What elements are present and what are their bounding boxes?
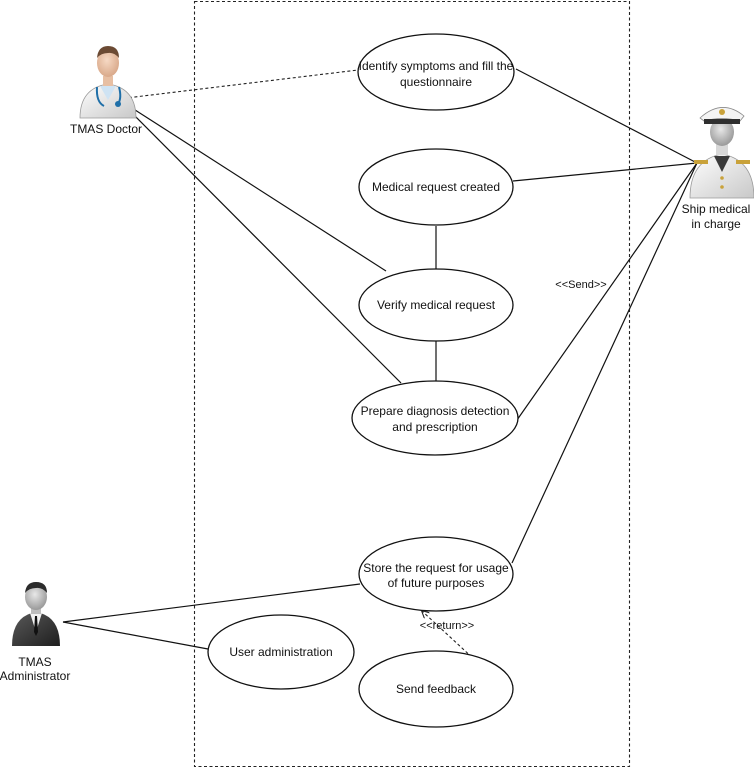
doctor-actor-label: TMAS Doctor xyxy=(70,122,142,136)
return-stereotype-label: <<return>> xyxy=(420,620,474,632)
assoc-admin-useradmin xyxy=(62,621,209,650)
assoc-admin-store xyxy=(62,583,361,623)
administrator-label-line1: TMAS xyxy=(18,655,51,669)
system-boundary xyxy=(193,0,631,768)
use-case-user-administration: User administration xyxy=(207,614,355,690)
use-case-prepare-diagnosis: Prepare diagnosis detection and prescrip… xyxy=(351,380,519,456)
associations xyxy=(62,68,698,662)
doctor-icon xyxy=(79,46,137,119)
use-case-label: User administration xyxy=(229,645,332,659)
ship-officer-icon xyxy=(689,107,754,199)
assoc-doctor-verify xyxy=(117,98,387,272)
ship-medical-actor: Ship medical in charge xyxy=(682,107,754,231)
use-case-identify-symptoms: Identify symptoms and fill the questionn… xyxy=(357,33,515,111)
assoc-prepare-ship xyxy=(516,162,698,421)
assoc-doctor-prepare xyxy=(117,98,402,384)
use-case-label: Medical request created xyxy=(372,180,500,194)
use-case-medical-request-created: Medical request created xyxy=(358,148,514,226)
use-case-label: Send feedback xyxy=(396,682,477,696)
ship-medical-label-line1: Ship medical xyxy=(682,202,751,216)
send-stereotype-label: <<Send>> xyxy=(555,279,606,291)
assoc-store-ship xyxy=(511,162,698,564)
use-case-send-feedback: Send feedback xyxy=(358,650,514,728)
use-case-store-request: Store the request for usage of future pu… xyxy=(358,536,514,612)
administrator-label-line2: Administrator xyxy=(0,669,70,683)
use-case-label: Identify symptoms and fill the xyxy=(359,59,514,73)
return-dependency xyxy=(422,611,477,662)
use-case-label: Store the request for usage xyxy=(363,561,509,575)
assoc-identify-ship xyxy=(515,68,698,164)
assoc-created-ship xyxy=(512,162,698,182)
assoc-doctor-identify xyxy=(117,69,359,100)
use-case-label: and prescription xyxy=(392,420,477,434)
administrator-actor: TMAS Administrator xyxy=(0,582,70,683)
administrator-icon xyxy=(12,582,60,646)
doctor-actor: TMAS Doctor xyxy=(70,46,142,136)
use-case-label: Verify medical request xyxy=(377,298,496,312)
use-case-label: questionnaire xyxy=(400,75,472,89)
use-case-verify-medical-request: Verify medical request xyxy=(358,268,514,342)
use-case-label: of future purposes xyxy=(388,576,485,590)
ship-medical-label-line2: in charge xyxy=(691,217,741,231)
use-case-label: Prepare diagnosis detection xyxy=(361,404,510,418)
